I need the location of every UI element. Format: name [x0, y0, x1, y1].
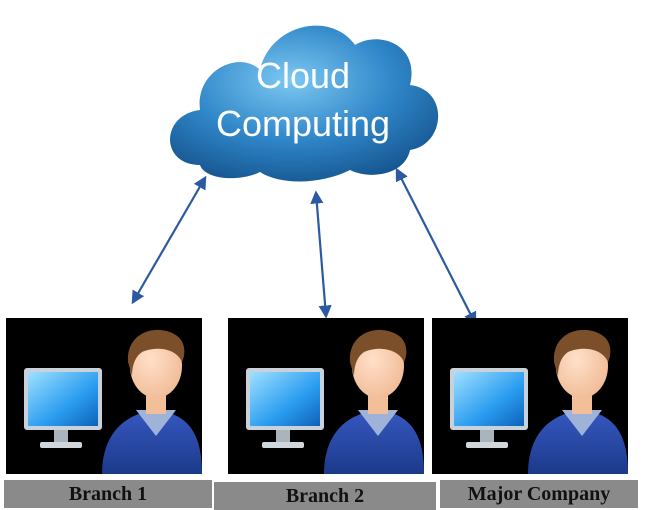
cloud-label-line2: Computing [216, 103, 390, 144]
arrow-branch-1 [131, 175, 207, 305]
branch-2-label: Branch 2 [214, 482, 436, 510]
cloud-label-line1: Cloud [256, 55, 350, 96]
arrow-branch-2 [310, 190, 332, 319]
major-company-label: Major Company [440, 480, 638, 508]
major-company-panel [432, 318, 628, 474]
branch-1-panel [6, 318, 202, 474]
cloud-computing-node: Cloud Computing [170, 25, 439, 182]
cloud-icon [170, 25, 439, 182]
computer-user-icon [450, 329, 628, 474]
arrow-major-company [395, 167, 477, 326]
branch-2-panel [228, 318, 424, 474]
branch-1-label: Branch 1 [4, 480, 212, 508]
computer-user-icon [246, 329, 424, 474]
computer-user-icon [24, 329, 202, 474]
